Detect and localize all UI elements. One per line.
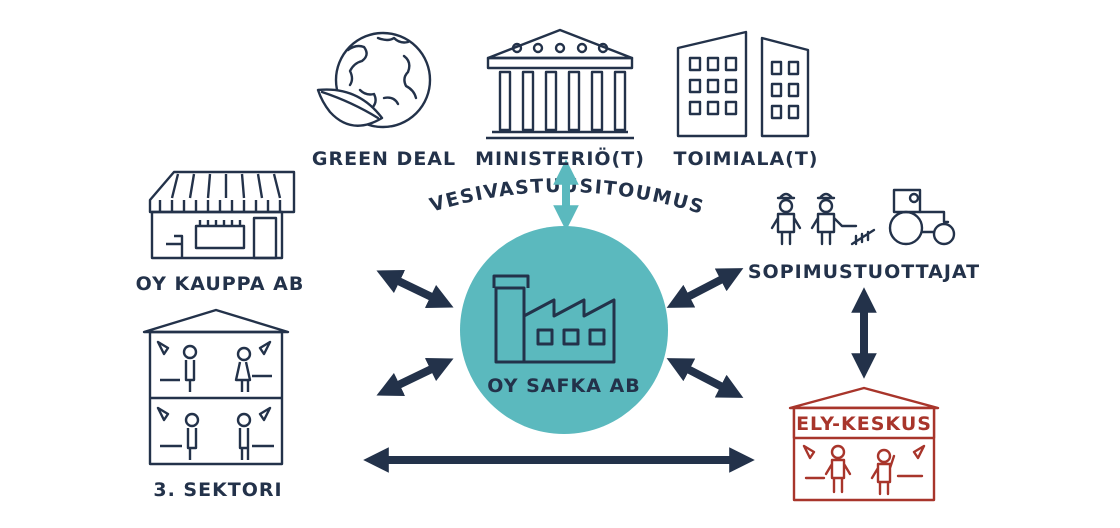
arrow-company-producers	[666, 268, 744, 308]
company-label: OY SAFKA AB	[487, 375, 640, 397]
green-deal-label: GREEN DEAL	[312, 148, 456, 170]
office-buildings-icon	[676, 30, 810, 138]
industry-label: TOIMIALA(T)	[673, 148, 818, 170]
community-building-icon	[142, 308, 290, 466]
shop-label: OY KAUPPA AB	[136, 273, 305, 295]
arrow-shop-company	[376, 270, 454, 308]
third-sector-label: 3. SEKTORI	[153, 479, 282, 501]
ely-office-icon	[788, 386, 940, 502]
connection-arrows	[363, 159, 877, 473]
farmers-tractor-icon	[770, 188, 956, 246]
arrow-company-ely	[666, 358, 744, 398]
globe-leaf-icon	[316, 31, 432, 129]
government-building-icon	[486, 28, 634, 140]
ministry-label: MINISTERIÖ(T)	[475, 146, 645, 170]
producers-label: SOPIMUSTUOTTAJAT	[748, 261, 980, 283]
arrow-sector-company	[376, 358, 454, 396]
ely-label: ELY-KESKUS	[796, 413, 932, 435]
shop-storefront-icon	[148, 170, 296, 260]
factory-icon	[492, 274, 616, 364]
